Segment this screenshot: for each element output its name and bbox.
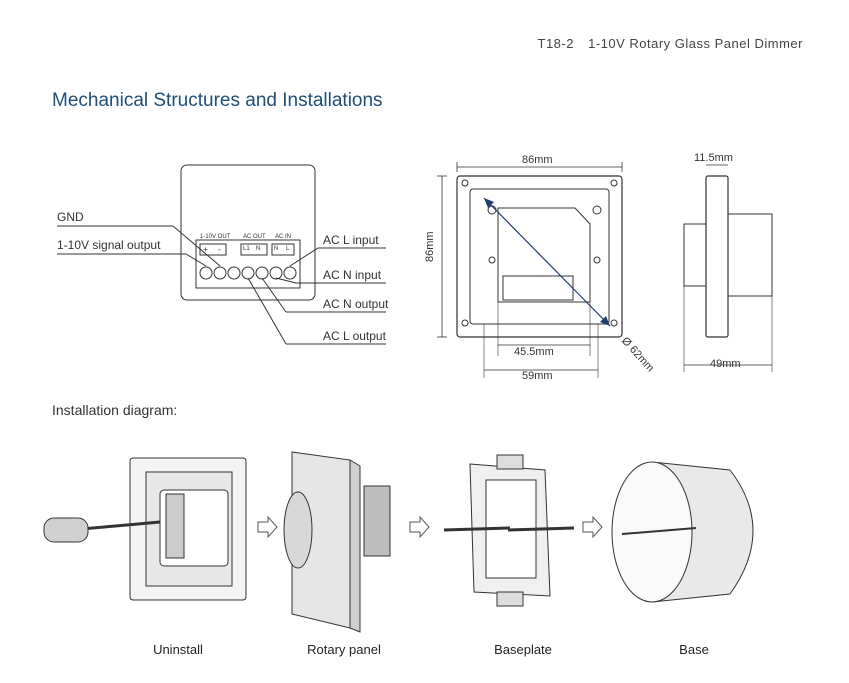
signal-output-label: 1-10V signal output [57, 238, 161, 252]
step-rotary-panel-caption: Rotary panel [307, 642, 381, 657]
terminal-mark-minus: - [218, 245, 221, 254]
terminal-header-ac-out: AC OUT [243, 234, 266, 240]
front-view [437, 162, 623, 378]
side-view [683, 164, 773, 372]
model-number: T18-2 [537, 36, 574, 51]
step-base-caption: Base [679, 642, 709, 657]
side-depth-dimension: 49mm [710, 358, 741, 370]
uninstall-illustration [43, 457, 247, 601]
terminal-header-ac-in: AC IN [275, 234, 292, 240]
section-title: Mechanical Structures and Installations [52, 90, 383, 111]
installation-title: Installation diagram: [52, 402, 178, 418]
terminal-screws [199, 266, 297, 280]
ac-l-input-label: AC L input [323, 233, 379, 247]
gnd-label: GND [57, 210, 84, 224]
terminal-mark-plus: + [203, 245, 208, 254]
terminal-header-1-10v: 1-10V OUT [200, 234, 231, 240]
step-baseplate-caption: Baseplate [494, 642, 552, 657]
step-arrows [257, 515, 603, 539]
wiring-diagram [57, 164, 386, 345]
mounting-width-dimension: 59mm [522, 370, 553, 382]
terminal-mark-l: L [286, 246, 290, 252]
terminal-mark-n-in: N [274, 246, 279, 252]
ac-n-input-label: AC N input [323, 268, 382, 282]
baseplate-illustration [443, 454, 575, 607]
inner-width-dimension: 45.5mm [514, 346, 554, 358]
front-height-dimension: 86mm [424, 231, 436, 262]
document-header: T18-2 1-10V Rotary Glass Panel Dimmer [538, 36, 804, 51]
side-thickness-dimension: 11.5mm [694, 152, 733, 164]
ac-l-output-label: AC L output [323, 329, 386, 343]
product-name: 1-10V Rotary Glass Panel Dimmer [588, 36, 803, 51]
terminal-mark-l1: L1 [243, 246, 250, 252]
step-uninstall-caption: Uninstall [153, 642, 203, 657]
base-illustration [611, 461, 754, 603]
ac-n-output-label: AC N output [323, 297, 389, 311]
front-width-dimension: 86mm [522, 154, 553, 166]
terminal-mark-n-out: N [256, 246, 261, 252]
rotary-panel-illustration [283, 451, 391, 633]
